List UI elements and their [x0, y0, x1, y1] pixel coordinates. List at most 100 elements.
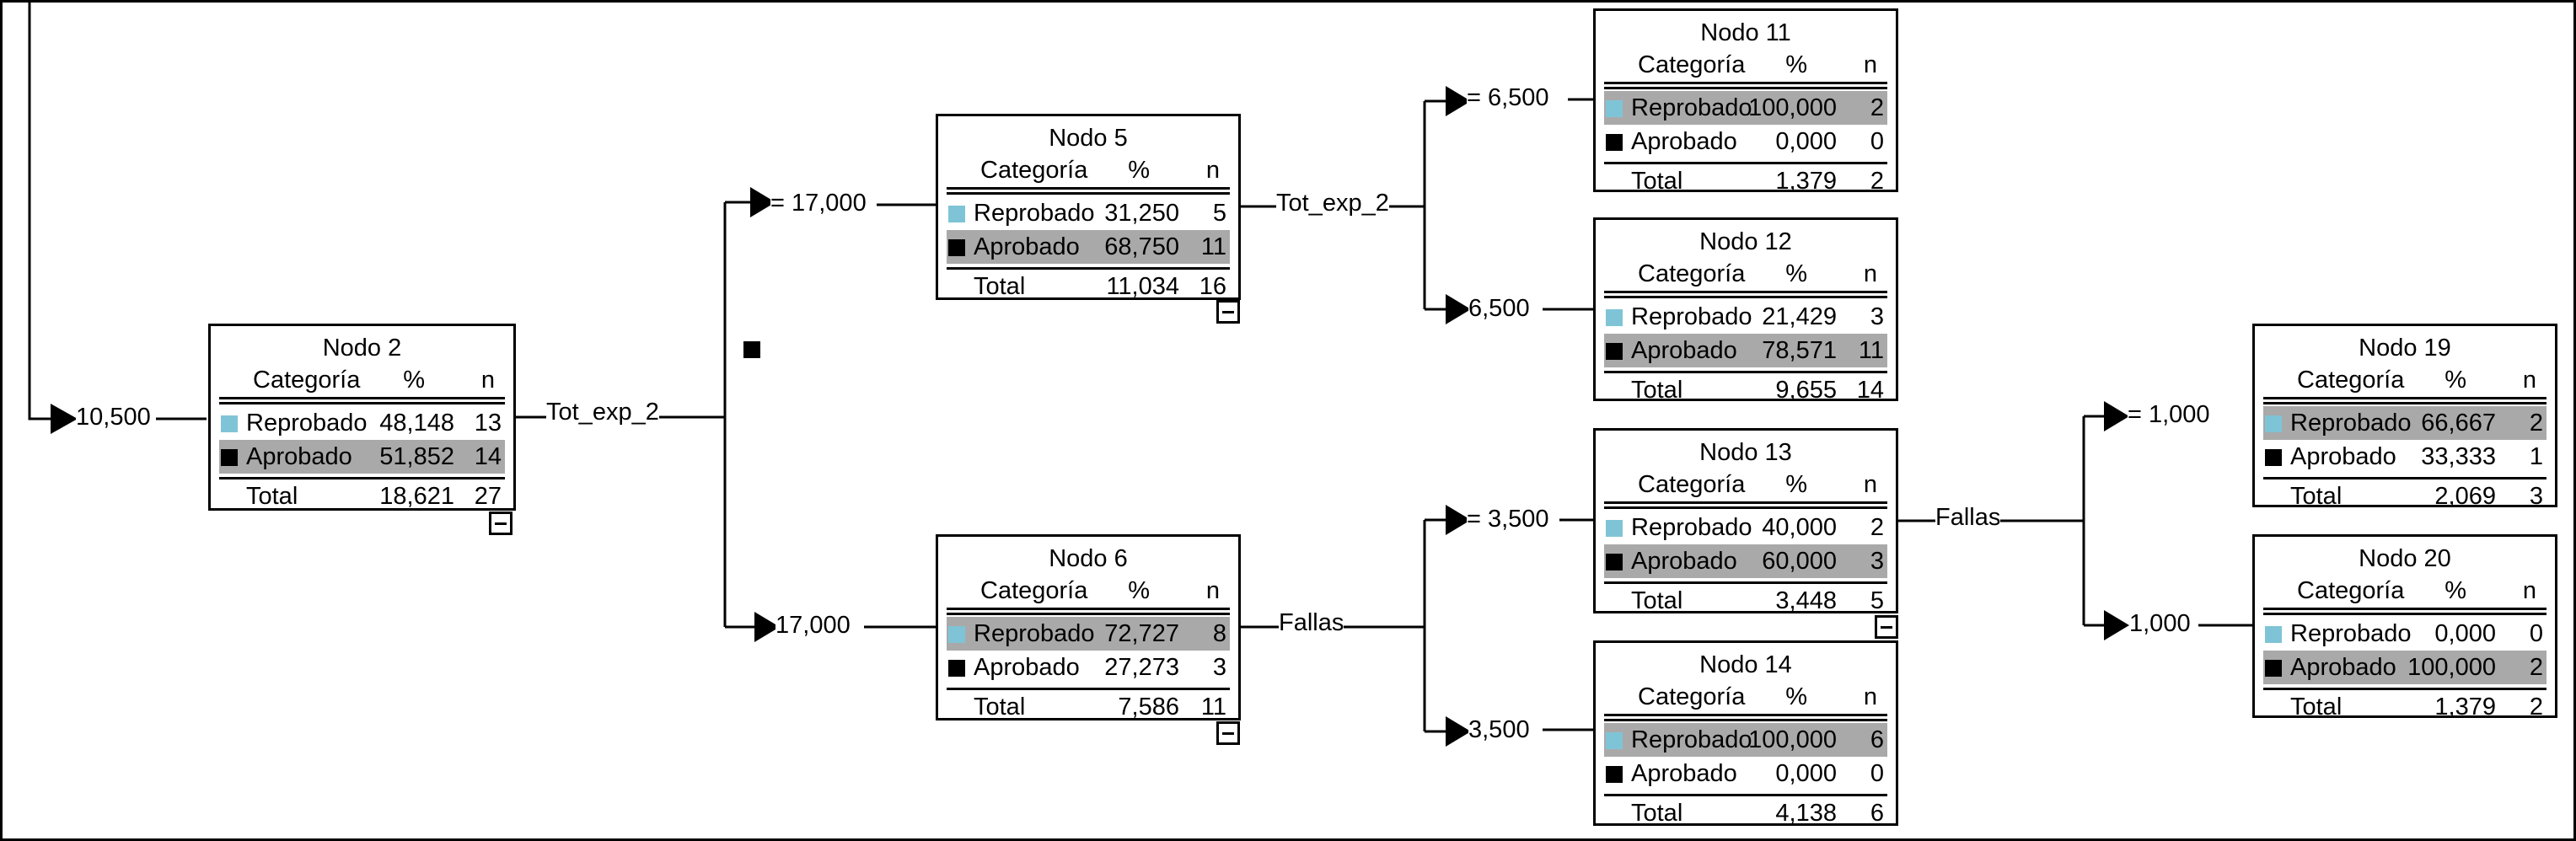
- row-percent: 100,000: [2407, 654, 2496, 681]
- row-count: 8: [1212, 620, 1226, 647]
- arrow-n2: [51, 404, 78, 434]
- node-title: Nodo 5: [1049, 125, 1128, 152]
- edge-label-n2-n5: = 17,000: [770, 190, 867, 217]
- header-percent: %: [1785, 683, 1807, 710]
- edge-label-n5-split: Tot_exp_2: [1276, 190, 1389, 217]
- row-percent: 4,138: [1775, 800, 1837, 827]
- tree-node-6[interactable]: Nodo 6 Categoría % n Reprobado 72,727 8 …: [936, 534, 1241, 720]
- aprobado-swatch: [948, 239, 965, 256]
- row-percent: 2,069: [2434, 483, 2496, 510]
- row-percent: 51,852: [379, 443, 454, 470]
- aprobado-swatch: [1606, 766, 1623, 783]
- header-category: Categoría: [980, 157, 1088, 184]
- collapse-toggle-node-6[interactable]: [1216, 721, 1240, 745]
- row-label: Reprobado: [1631, 303, 1752, 330]
- collapse-toggle-node-5[interactable]: [1216, 300, 1240, 324]
- row-percent: 100,000: [1748, 726, 1837, 753]
- row-percent: 9,655: [1775, 377, 1837, 404]
- tree-node-14[interactable]: Nodo 14 Categoría % n Reprobado 100,000 …: [1593, 640, 1898, 827]
- row-total: Total 1,379 2: [1604, 162, 1887, 198]
- row-count: 2: [2529, 410, 2543, 437]
- row-count: 13: [474, 410, 502, 437]
- node-title: Nodo 2: [322, 335, 402, 362]
- header-n: n: [2522, 367, 2536, 394]
- row-percent: 11,034: [1106, 273, 1179, 300]
- row-percent: 21,429: [1762, 303, 1837, 330]
- row-label: Aprobado: [1631, 548, 1737, 575]
- row-aprobado: Aprobado 0,000 0: [1604, 125, 1887, 158]
- edge-label-n5-n11: = 6,500: [1467, 84, 1549, 111]
- header-percent: %: [2445, 367, 2466, 394]
- row-reprobado: Reprobado 48,148 13: [219, 406, 505, 440]
- row-total: Total 1,379 2: [2263, 688, 2546, 724]
- node-title: Nodo 13: [1699, 439, 1792, 466]
- row-count: 3: [1212, 654, 1226, 681]
- row-count: 2: [1870, 168, 1884, 195]
- reprobado-swatch: [221, 415, 238, 432]
- row-reprobado: Reprobado 66,667 2: [2263, 406, 2546, 440]
- row-reprobado: Reprobado 21,429 3: [1604, 300, 1887, 334]
- header-n: n: [1863, 683, 1877, 710]
- row-label: Aprobado: [974, 654, 1080, 681]
- row-count: 3: [1870, 303, 1884, 330]
- header-n: n: [2522, 577, 2536, 604]
- node-header-row: Categoría % n: [947, 153, 1230, 190]
- reprobado-swatch: [2265, 415, 2282, 432]
- header-percent: %: [2445, 577, 2466, 604]
- collapse-toggle-node-2[interactable]: [489, 512, 513, 535]
- header-category: Categoría: [1638, 471, 1746, 498]
- row-label: Reprobado: [974, 620, 1095, 647]
- row-label: Total: [2290, 694, 2343, 720]
- row-count: 0: [2529, 620, 2543, 647]
- header-category: Categoría: [2297, 577, 2405, 604]
- header-n: n: [1863, 260, 1877, 287]
- row-reprobado: Reprobado 100,000 6: [1604, 723, 1887, 757]
- edge-label-n13-n19: = 1,000: [2128, 401, 2210, 428]
- node-header-row: Categoría % n: [947, 574, 1230, 610]
- tree-node-5[interactable]: Nodo 5 Categoría % n Reprobado 31,250 5 …: [936, 114, 1241, 300]
- header-n: n: [1205, 157, 1220, 184]
- row-label: Total: [1631, 377, 1683, 404]
- header-category: Categoría: [1638, 51, 1746, 78]
- row-count: 3: [1870, 548, 1884, 575]
- edge-label-n6-n14: 3,500: [1468, 716, 1530, 743]
- tree-node-19[interactable]: Nodo 19 Categoría % n Reprobado 66,667 2…: [2252, 324, 2557, 510]
- row-count: 1: [2529, 443, 2543, 470]
- row-label: Aprobado: [1631, 760, 1737, 787]
- tree-node-13[interactable]: Nodo 13 Categoría % n Reprobado 40,000 2…: [1593, 428, 1898, 614]
- row-percent: 7,586: [1118, 694, 1179, 720]
- row-percent: 66,667: [2421, 410, 2496, 437]
- tree-node-12[interactable]: Nodo 12 Categoría % n Reprobado 21,429 3…: [1593, 217, 1898, 404]
- row-label: Reprobado: [1631, 94, 1752, 121]
- arrow-n19: [2104, 401, 2129, 431]
- row-aprobado: Aprobado 68,750 11: [947, 230, 1230, 264]
- arrow-n6: [754, 612, 780, 642]
- header-percent: %: [1785, 260, 1807, 287]
- row-count: 2: [2529, 694, 2543, 720]
- row-percent: 78,571: [1762, 337, 1837, 364]
- edge-label-n13-split: Fallas: [1935, 504, 2001, 531]
- row-reprobado: Reprobado 0,000 0: [2263, 617, 2546, 651]
- row-percent: 68,750: [1104, 233, 1179, 260]
- arrow-n5: [750, 187, 775, 217]
- row-label: Total: [1631, 168, 1683, 195]
- aprobado-swatch: [221, 449, 238, 466]
- row-count: 27: [474, 483, 502, 510]
- row-label: Total: [1631, 587, 1683, 614]
- row-aprobado: Aprobado 78,571 11: [1604, 334, 1887, 367]
- header-category: Categoría: [1638, 260, 1746, 287]
- header-category: Categoría: [253, 367, 361, 394]
- row-aprobado: Aprobado 0,000 0: [1604, 757, 1887, 790]
- tree-node-2[interactable]: Nodo 2 Categoría % n Reprobado 48,148 13…: [208, 324, 516, 511]
- row-label: Reprobado: [246, 410, 368, 437]
- collapse-toggle-node-13[interactable]: [1875, 615, 1898, 639]
- reprobado-swatch: [1606, 732, 1623, 749]
- row-percent: 0,000: [1775, 128, 1837, 155]
- tree-node-20[interactable]: Nodo 20 Categoría % n Reprobado 0,000 0 …: [2252, 534, 2557, 720]
- edge-label-n5-n12: 6,500: [1468, 295, 1530, 322]
- node-header-row: Categoría % n: [1604, 468, 1887, 504]
- legend-aprobado-marker: [743, 341, 760, 358]
- tree-node-11[interactable]: Nodo 11 Categoría % n Reprobado 100,000 …: [1593, 8, 1898, 195]
- edge-label-n13-n20: 1,000: [2129, 610, 2191, 637]
- aprobado-swatch: [948, 660, 965, 677]
